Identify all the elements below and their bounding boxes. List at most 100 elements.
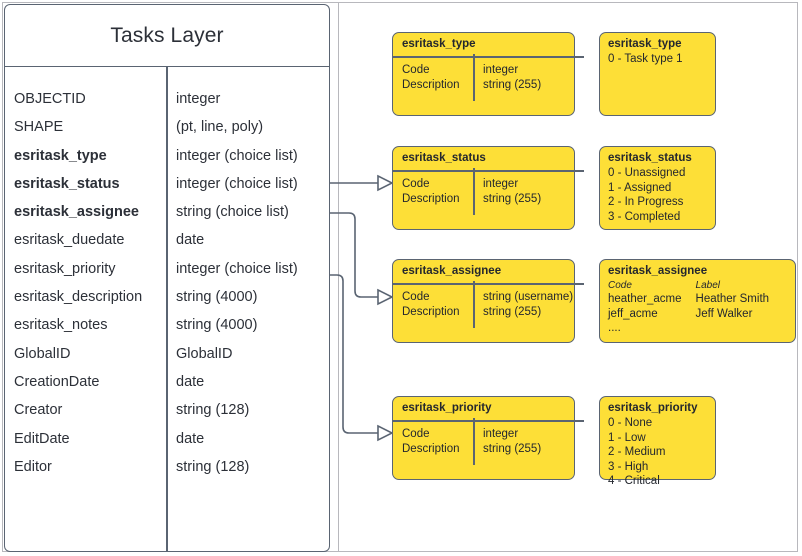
field-type: integer (choice list) (176, 260, 298, 277)
value-box-priority: esritask_priority 0 - None 1 - Low 2 - M… (599, 396, 716, 487)
field-type: string (128) (176, 458, 250, 475)
value-header-row: Code Label (608, 279, 795, 292)
domain-col-divider (473, 168, 475, 215)
field-type: integer (choice list) (176, 175, 298, 192)
domain-rows: Code Description integer string (255) (393, 54, 574, 101)
domain-row-label: Description (402, 79, 460, 91)
field-name: CreationDate (14, 373, 100, 390)
value-entry: 2 - In Progress (608, 196, 684, 208)
domain-row-type: integer (483, 178, 519, 190)
field-type: date (176, 430, 205, 447)
value-box-assignee: esritask_assignee Code Label heather_acm… (599, 259, 796, 343)
domain-rows: Code Description string (username) strin… (393, 281, 574, 328)
field-type: integer (176, 91, 221, 107)
field-type: (pt, line, poly) (176, 119, 264, 136)
value-entry: 2 - Medium (608, 446, 666, 458)
domain-box-priority: esritask_priority Code Description integ… (392, 396, 584, 480)
domain-row-label: Description (402, 443, 460, 455)
value-entry: 3 - Completed (608, 210, 681, 223)
domain-row-type: string (255) (483, 79, 542, 91)
domain-header-rule (393, 56, 584, 58)
value-box-title: esritask_assignee (608, 265, 708, 277)
value-col-header-label: Label (695, 280, 720, 291)
domain-col-divider (473, 281, 475, 328)
value-entry: 0 - Task type 1 (608, 53, 683, 65)
field-name: esritask_type (14, 147, 107, 164)
value-code: jeff_acme (608, 307, 658, 320)
value-box-title: esritask_type (608, 38, 682, 50)
domain-row-type: string (username) (483, 291, 574, 303)
value-box-status: esritask_status 0 - Unassigned 1 - Assig… (599, 146, 716, 230)
domain-col-divider (473, 418, 475, 465)
field-name: esritask_duedate (14, 232, 125, 249)
field-name: EditDate (14, 430, 70, 447)
field-type: string (4000) (176, 289, 258, 306)
domain-row-label: Description (402, 193, 460, 205)
field-list: OBJECTID SHAPE esritask_type esritask_st… (5, 67, 329, 551)
tasks-layer-table: Tasks Layer OBJECTID SHAPE esritask_type… (4, 4, 330, 552)
value-entry: 0 - Unassigned (608, 167, 686, 179)
value-label (696, 321, 795, 336)
domain-row-type: integer (483, 64, 519, 76)
domain-title: esritask_type (402, 38, 476, 50)
value-code: .... (608, 322, 621, 334)
value-col-header-code: Code (608, 280, 632, 291)
column-divider (166, 67, 168, 551)
field-type: date (176, 373, 205, 390)
domain-row-label: Code (402, 178, 430, 190)
field-type-column: integer (pt, line, poly) integer (choice… (166, 67, 329, 551)
domain-box-type: esritask_type Code Description integer s… (392, 32, 584, 116)
field-name: GlobalID (14, 345, 71, 362)
domain-header-rule (393, 420, 584, 422)
value-box-title: esritask_status (608, 152, 692, 164)
value-entry: 1 - Low (608, 431, 646, 444)
domain-row-type: string (255) (483, 193, 542, 205)
field-name: esritask_priority (14, 260, 116, 277)
page-title: Tasks Layer (5, 5, 329, 67)
domain-header-rule (393, 170, 584, 172)
domain-title: esritask_priority (402, 402, 492, 414)
value-entry: 1 - Assigned (608, 181, 672, 194)
field-name: esritask_notes (14, 317, 108, 334)
domain-box-assignee: esritask_assignee Code Description strin… (392, 259, 584, 343)
field-type: date (176, 232, 205, 249)
domain-left-col: Code Description (393, 177, 473, 207)
field-name: esritask_description (14, 289, 143, 306)
domain-row-label: Description (402, 306, 460, 318)
value-entry: 3 - High (608, 460, 649, 473)
field-type: string (4000) (176, 317, 258, 334)
domain-title: esritask_assignee (402, 265, 502, 277)
value-entry: 4 - Critical (608, 475, 660, 487)
domain-col-divider (473, 54, 475, 101)
domain-row-type: integer (483, 428, 519, 440)
field-name: SHAPE (14, 119, 64, 136)
value-label: Heather Smith (695, 293, 770, 305)
domain-box-status: esritask_status Code Description integer… (392, 146, 584, 230)
field-type: string (128) (176, 402, 250, 419)
domain-row-type: string (255) (483, 306, 542, 318)
domain-row-label: Code (402, 291, 430, 303)
domain-left-col: Code Description (393, 63, 473, 93)
domain-right-col: integer string (255) (473, 427, 541, 457)
domain-title: esritask_status (402, 152, 486, 164)
value-row: heather_acme Heather Smith (608, 292, 795, 307)
domain-row-type: string (255) (483, 443, 542, 455)
field-type: string (choice list) (176, 204, 289, 221)
domain-rows: Code Description integer string (255) (393, 168, 574, 215)
domain-right-col: string (username) string (255) (473, 290, 573, 320)
field-name: OBJECTID (14, 91, 86, 107)
domain-left-col: Code Description (393, 427, 473, 457)
field-name-column: OBJECTID SHAPE esritask_type esritask_st… (5, 67, 166, 551)
domain-right-col: integer string (255) (473, 63, 541, 93)
domain-rows: Code Description integer string (255) (393, 418, 574, 465)
field-name: Editor (14, 458, 52, 475)
domain-left-col: Code Description (393, 290, 473, 320)
domain-header-rule (393, 283, 584, 285)
value-row: jeff_acme Jeff Walker (608, 307, 795, 322)
value-code: heather_acme (608, 293, 682, 305)
domain-row-label: Code (402, 428, 430, 440)
field-type: integer (choice list) (176, 147, 298, 164)
domain-row-label: Code (402, 64, 430, 76)
field-name: esritask_assignee (14, 204, 139, 221)
